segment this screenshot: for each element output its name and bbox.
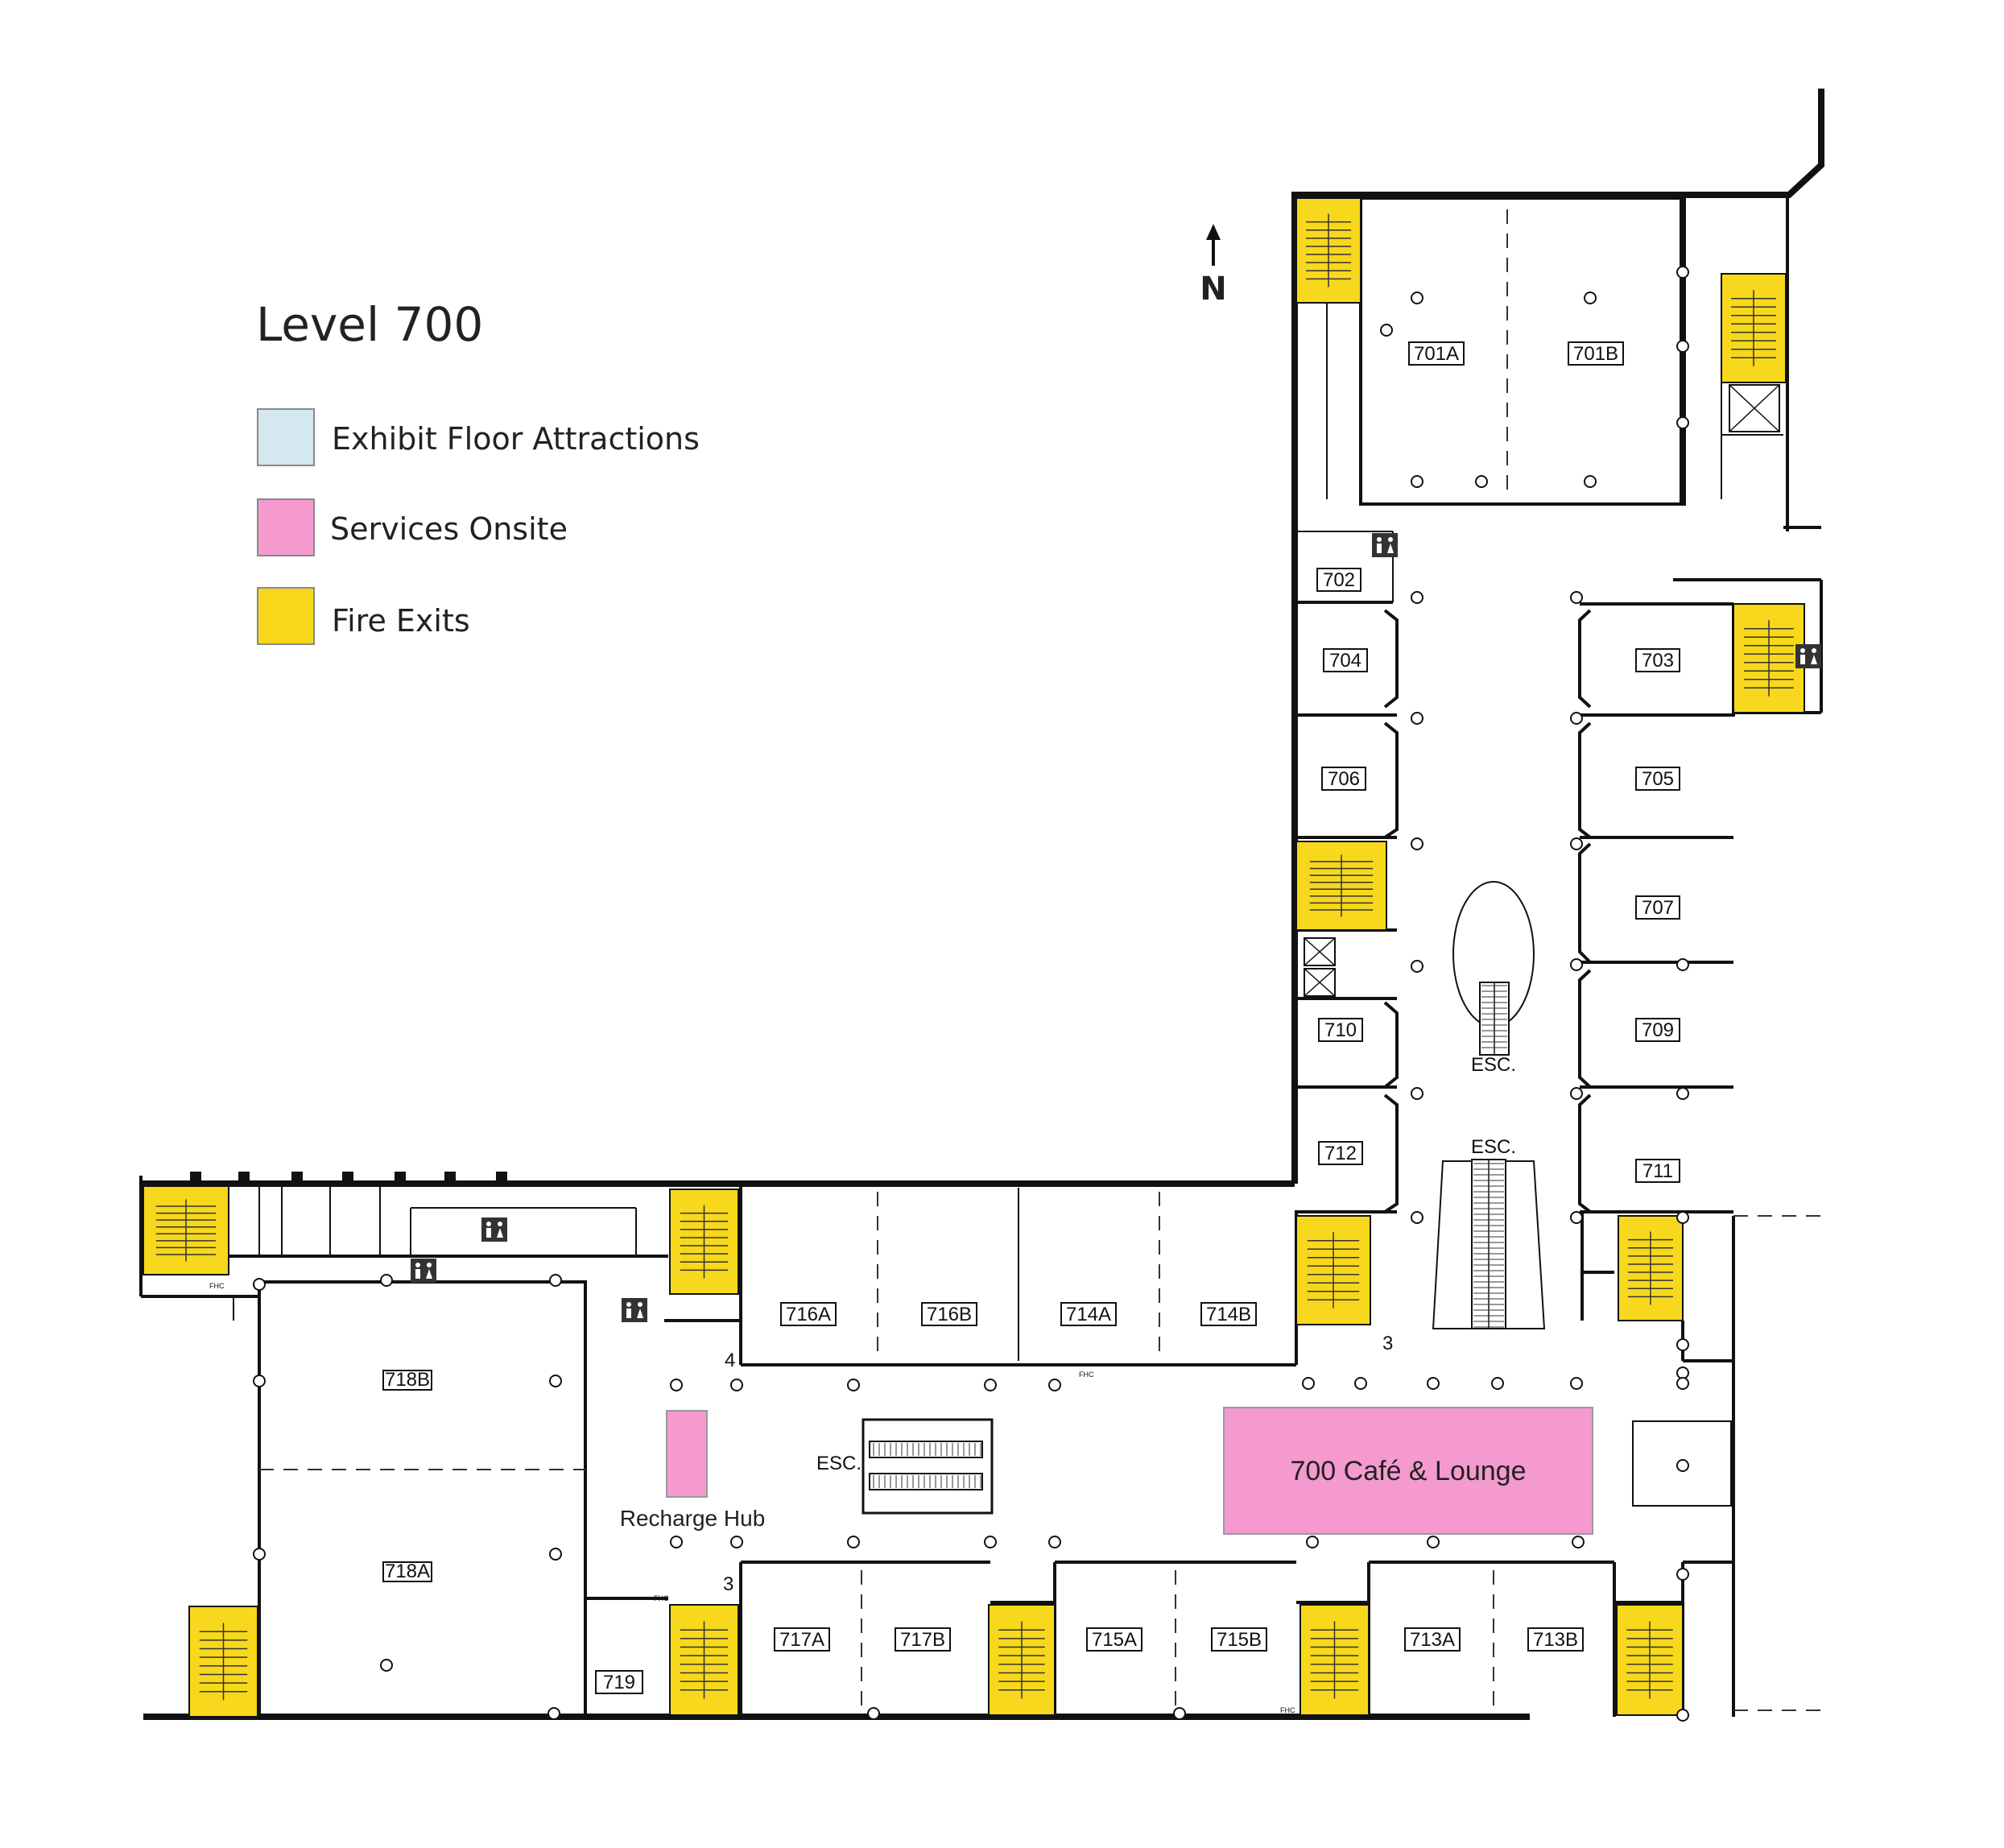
recharge-hub-area[interactable] — [666, 1410, 708, 1498]
fire-hose-cabinet-label: FHC — [209, 1282, 225, 1290]
legend-label-fire-exits: Fire Exits — [332, 603, 470, 639]
room-label-716b[interactable]: 716B — [927, 1304, 972, 1325]
room-label-713a[interactable]: 713A — [1410, 1629, 1455, 1651]
cafe-lounge-area[interactable] — [1223, 1407, 1593, 1535]
escalators — [862, 881, 1546, 1515]
room-label-704[interactable]: 704 — [1329, 650, 1361, 672]
room-label-717a[interactable]: 717A — [779, 1629, 824, 1651]
south-wing-walls — [141, 1184, 1733, 1718]
restroom-icons — [411, 533, 1821, 1322]
room-label-707[interactable]: 707 — [1642, 897, 1674, 919]
room-label-719[interactable]: 719 — [603, 1672, 635, 1693]
escalator-treads — [873, 985, 1507, 1488]
room-label-703[interactable]: 703 — [1642, 650, 1674, 672]
room-label-705[interactable]: 705 — [1642, 768, 1674, 790]
stair-marker-label: 4 — [725, 1350, 735, 1371]
north-label: N — [1200, 271, 1226, 308]
cafe-lounge-label: 700 Café & Lounge — [1290, 1456, 1526, 1486]
room-label-701b[interactable]: 701B — [1573, 343, 1618, 365]
room-label-715a[interactable]: 715A — [1092, 1629, 1137, 1651]
map-title: Level 700 — [256, 297, 483, 352]
fire-hose-cabinet-label: FHC — [1079, 1370, 1094, 1379]
room-label-715b[interactable]: 715B — [1217, 1629, 1262, 1651]
room-label-713b[interactable]: 713B — [1533, 1629, 1578, 1651]
room-label-709[interactable]: 709 — [1642, 1019, 1674, 1041]
room-label-711[interactable]: 711 — [1642, 1160, 1673, 1182]
escalator-label: ESC. — [1471, 1054, 1516, 1076]
room-label-714a[interactable]: 714A — [1066, 1304, 1111, 1325]
room-labels: 701A 701B 702 703 704 705 706 707 709 71… — [382, 341, 1680, 1694]
stair-marker-label: 3 — [723, 1573, 733, 1595]
room-label-716a[interactable]: 716A — [786, 1304, 831, 1325]
room-label-714b[interactable]: 714B — [1206, 1304, 1251, 1325]
structural-columns — [253, 266, 1689, 1722]
north-wing-walls — [1295, 195, 1783, 1213]
room-label-717b[interactable]: 717B — [900, 1629, 945, 1651]
stair-marker-label: 3 — [1382, 1333, 1393, 1354]
legend-swatch-fire-exits — [257, 587, 315, 645]
elevators — [1304, 384, 1780, 997]
legend-swatch-exhibit — [257, 408, 315, 466]
legend-label-exhibit: Exhibit Floor Attractions — [332, 421, 700, 457]
recharge-hub-label: Recharge Hub — [620, 1506, 766, 1531]
room-label-710[interactable]: 710 — [1324, 1019, 1357, 1041]
escalator-label: ESC. — [816, 1453, 862, 1474]
north-arrow-icon — [1206, 224, 1221, 266]
legend-label-services: Services Onsite — [330, 511, 568, 547]
stair-treads — [155, 213, 1794, 1701]
fire-hose-cabinet-label: FHC — [654, 1594, 669, 1602]
legend-swatch-services — [257, 498, 315, 556]
room-label-706[interactable]: 706 — [1328, 768, 1360, 790]
escalator-label: ESC. — [1471, 1136, 1516, 1158]
room-label-718a[interactable]: 718A — [385, 1561, 430, 1582]
room-label-712[interactable]: 712 — [1324, 1143, 1357, 1164]
room-label-702[interactable]: 702 — [1323, 569, 1355, 591]
room-label-701a[interactable]: 701A — [1414, 343, 1459, 365]
room-label-718b[interactable]: 718B — [385, 1369, 430, 1391]
fire-hose-cabinet-label: FHC — [1280, 1706, 1295, 1714]
